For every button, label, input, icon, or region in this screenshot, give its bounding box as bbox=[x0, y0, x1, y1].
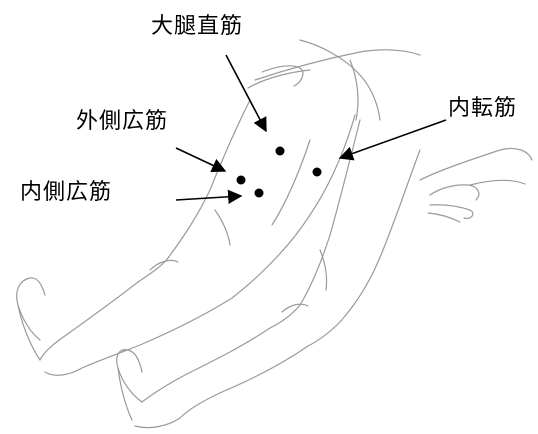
vastus-medialis-arrow bbox=[175, 189, 243, 204]
vastus-lateralis-arrow bbox=[175, 147, 227, 173]
vastus-lateralis-dot bbox=[236, 175, 246, 185]
muscle-points bbox=[236, 146, 322, 198]
vastus-lateralis-label: 外側広筋 bbox=[76, 109, 169, 134]
rectus-femoris-dot bbox=[275, 146, 285, 156]
adductor-arrow bbox=[338, 119, 447, 161]
arrows bbox=[175, 54, 447, 204]
adductor-dot bbox=[312, 167, 322, 177]
leg-outline bbox=[16, 39, 533, 429]
vastus-medialis-dot bbox=[254, 188, 264, 198]
rectus-femoris-arrow bbox=[225, 54, 267, 133]
rectus-femoris-label: 大腿直筋 bbox=[151, 14, 244, 39]
vastus-medialis-label: 内側広筋 bbox=[20, 180, 113, 205]
adductor-label: 内転筋 bbox=[448, 96, 518, 121]
